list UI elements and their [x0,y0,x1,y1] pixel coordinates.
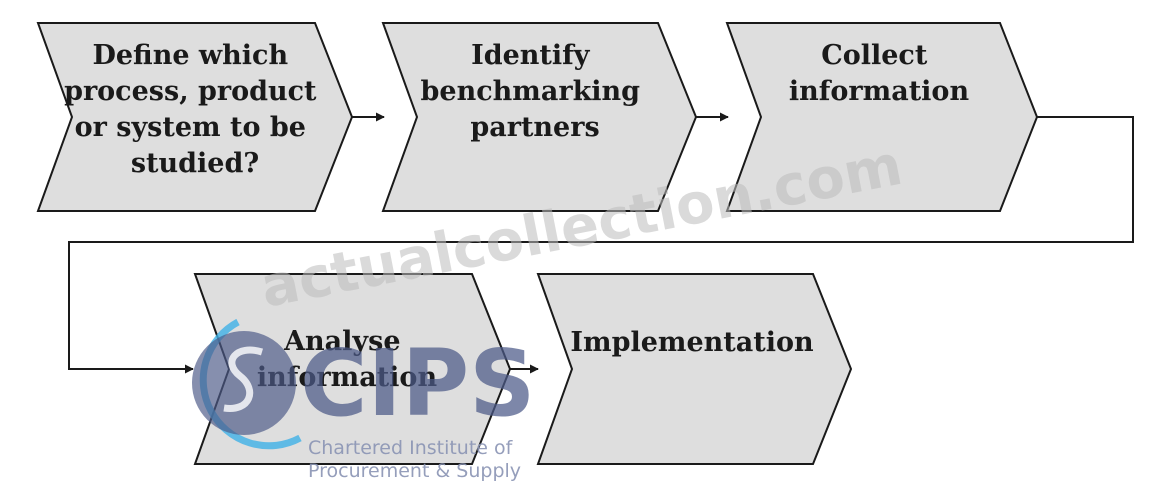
step-3-label: Collect information [789,40,970,107]
step-1: Define which process, product or system … [36,22,354,212]
logo-s-mark-icon [223,346,264,412]
step-2: Identify benchmarking partners [381,22,698,212]
chevron-shape [725,22,1039,212]
logo-word: CIPS [300,330,535,437]
cips-logo: CIPS Chartered Institute of Procurement … [192,318,535,482]
step-3: Collect information [725,22,1039,212]
chevron-shape [36,22,354,212]
step-5-label: Implementation [570,327,814,358]
chevron-shape [381,22,698,212]
chevron-shape [536,273,853,465]
connector-3-4 [68,116,1134,374]
step-5: Implementation [536,273,853,465]
logo-subtitle-line-2: Procurement & Supply [308,460,521,482]
step-1-label: Define which process, product or system … [64,40,326,179]
step-2-label: Identify benchmarking partners [421,40,650,143]
logo-subtitle-line-1: Chartered Institute of [308,437,514,459]
connectors [68,112,1134,374]
